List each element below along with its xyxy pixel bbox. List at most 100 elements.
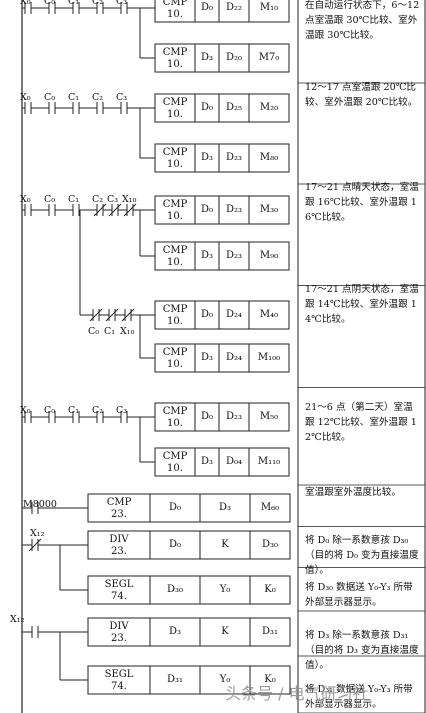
box-r9-label1: D₀ xyxy=(200,411,214,422)
contact-r5-5 xyxy=(123,203,137,217)
label-r5-5: X₁₀ xyxy=(122,194,137,205)
label-r5-3: C₂ xyxy=(92,194,104,205)
note-row7: 17～21 点阴天状态，室温跟 14℃比较、室外温跟 14℃比较。 xyxy=(305,284,419,325)
box-r12-label1: D₀ xyxy=(168,539,182,550)
box-r9-cell3 xyxy=(248,402,290,432)
label-r3-1: C₀ xyxy=(44,92,56,103)
box-r8-label3: M₁₀₀ xyxy=(257,352,281,363)
box-r10-label3: M₁₁₀ xyxy=(257,456,281,467)
contact-r9-4 xyxy=(120,411,128,423)
box-r6-label1: D₃ xyxy=(200,250,214,261)
box-r3-label1: D₀ xyxy=(200,102,214,113)
box-r13-label1: D₃₀ xyxy=(166,584,184,595)
contact-r3-2 xyxy=(72,102,80,114)
contact-r9-0 xyxy=(24,411,32,423)
box-r15-label1: D₃₁ xyxy=(166,674,184,685)
box-r13-label3: K₀ xyxy=(264,584,276,595)
box-r14-label1: D₃ xyxy=(168,626,182,637)
contact-r1-1 xyxy=(48,2,56,14)
note-row14: 将 D₃ 除一系数意孩 D₃₁（目的将 D₃ 变为直接温度值）。 xyxy=(305,630,419,671)
label-r5-4: C₃ xyxy=(107,194,119,205)
box-r12-label2: K xyxy=(221,539,229,550)
box-r10-cell3 xyxy=(248,447,290,477)
box-r11-cell3 xyxy=(249,493,291,523)
label-x12b: X₁₂ xyxy=(10,614,25,625)
box-r15-label3: K₀ xyxy=(264,674,276,685)
box-r8-label1: D₃ xyxy=(200,352,214,363)
box-r6-label3: M₉₀ xyxy=(259,250,279,261)
label-r1-1: C₀ xyxy=(44,0,56,7)
box-r12-label3: D₃₀ xyxy=(261,539,279,550)
contact-r7-2 xyxy=(121,308,135,322)
contact-r7-0 xyxy=(89,308,103,322)
contact-r9-3 xyxy=(96,411,104,423)
label-r9-3: C₂ xyxy=(92,405,104,416)
box-r13-label2: Y₀ xyxy=(219,584,231,595)
box-r12-cell3 xyxy=(249,530,291,560)
box-r5-label3: M₃₀ xyxy=(259,204,279,215)
note-row1: 在自动运行状态下，6～12 点室温跟 30℃比较、室外温跟 30℃比较。 xyxy=(305,0,420,41)
box-r4-label3: M₈₀ xyxy=(259,152,279,163)
contact-r9-1 xyxy=(48,411,56,423)
label-r9-0: X₀ xyxy=(20,405,31,416)
box-r1-label3: M₁₀ xyxy=(259,2,279,13)
label-r5-1: C₀ xyxy=(44,194,56,205)
label-r3-4: C₃ xyxy=(116,92,128,103)
box-r15-cell3 xyxy=(249,665,291,695)
box-r4-cell3 xyxy=(248,143,290,173)
contact-r5-3 xyxy=(93,203,107,217)
box-r13-cell3 xyxy=(249,575,291,605)
note-row12: 将 D₀ 除一系数意孩 D₃₀（目的将 D₀ 变为直接温度值）。 xyxy=(305,535,419,576)
label-r9-2: C₁ xyxy=(68,405,80,416)
box-r7-cell3 xyxy=(248,300,290,330)
ladder-wires xyxy=(22,7,425,713)
box-r1-label2: D₂₂ xyxy=(225,2,243,13)
box-r1-cell3 xyxy=(248,0,290,23)
contact-r3-3 xyxy=(96,102,104,114)
contact-r1-3 xyxy=(96,2,104,14)
note-row15: 将 D₃₁ 数据送 Y₀-Y₃ 所带外部显示器显示。 xyxy=(305,684,413,710)
note-row3: 12～17 点室温跟 20℃比较、室外温跟 20℃比较。 xyxy=(305,82,418,108)
box-r2-label3: M7₀ xyxy=(258,52,280,63)
box-r7-label3: M₄₀ xyxy=(259,309,279,320)
label-r3-2: C₁ xyxy=(68,92,80,103)
label-r7-2: X₁₀ xyxy=(120,326,135,337)
box-r15-label2: Y₀ xyxy=(219,674,231,685)
contact-r9-2 xyxy=(72,411,80,423)
box-r8-label2: D₂₄ xyxy=(225,352,243,363)
box-r5-label1: D₀ xyxy=(200,204,214,215)
box-r11-label3: M₆₀ xyxy=(260,502,280,513)
box-r7-label1: D₀ xyxy=(200,309,214,320)
box-r2-cell3 xyxy=(248,43,290,73)
label-r1-2: C₁ xyxy=(68,0,80,7)
box-r2-label2: D₂₀ xyxy=(225,52,243,63)
contact-r5-2 xyxy=(72,204,80,216)
note-row11: 室温跟室外温度比较。 xyxy=(305,487,401,498)
instruction-boxes xyxy=(87,0,291,695)
contact-r7-1 xyxy=(105,308,119,322)
label-r7-1: C₁ xyxy=(104,326,116,337)
box-r9-label3: M₅₀ xyxy=(259,411,279,422)
watermark: 头条号 / 电气研习社 xyxy=(225,684,369,703)
box-r14-label3: D₃₁ xyxy=(261,626,279,637)
note-row5: 17～21 点晴天状态，室温跟 16℃比较、室外温跟 16℃比较。 xyxy=(305,182,419,223)
label-r1-4: C₃ xyxy=(116,0,128,7)
contact-symbols xyxy=(24,2,137,638)
label-r1-0: X₀ xyxy=(20,0,31,7)
box-r5-cell3 xyxy=(248,195,290,225)
box-r10-label1: D₃ xyxy=(200,456,214,467)
box-r5-label2: D₂₃ xyxy=(225,204,243,215)
box-r6-cell3 xyxy=(248,241,290,271)
label-m8000: M8000 xyxy=(23,499,57,510)
label-r9-4: C₃ xyxy=(116,405,128,416)
